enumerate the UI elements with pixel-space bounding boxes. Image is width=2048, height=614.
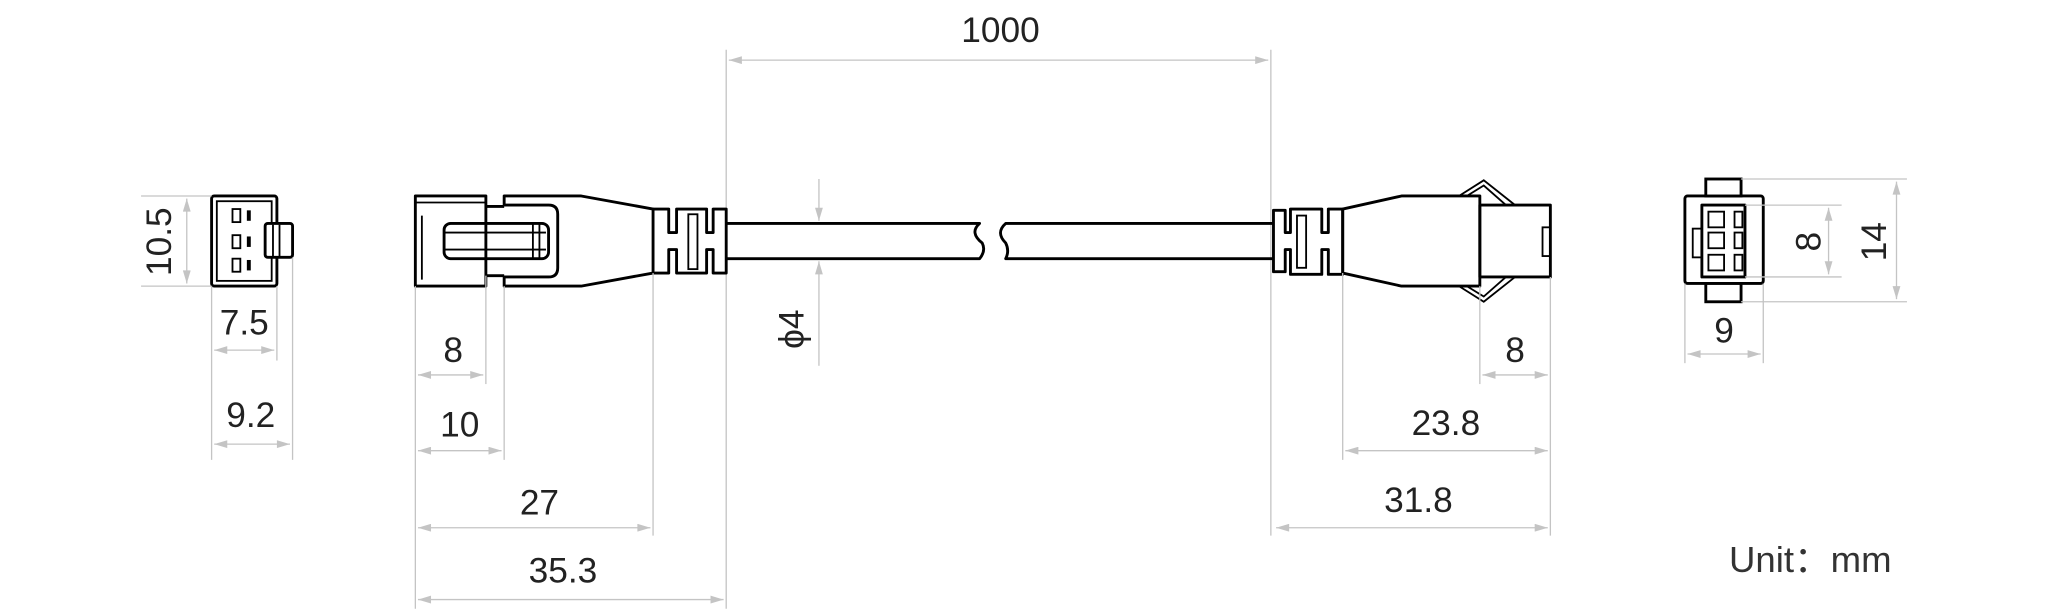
right-plug-side-view <box>1272 179 1552 303</box>
left-plug-side-view <box>413 194 728 288</box>
dim-label: 8 <box>1790 232 1829 252</box>
dim-label: 31.8 <box>1384 481 1453 520</box>
dim-right-plug: 8 23.8 31.8 <box>1276 273 1552 536</box>
dim-label: 9 <box>1714 311 1734 350</box>
dim-label: 23.8 <box>1412 404 1481 443</box>
right-connector-end-view <box>1683 177 1765 304</box>
dim-cable-diameter: ϕ4 <box>772 178 823 366</box>
dim-label: ϕ4 <box>772 310 811 349</box>
dim-label: 7.5 <box>220 303 269 342</box>
dim-label: 10 <box>440 405 479 444</box>
unit-label: Unit：mm <box>1729 539 1892 580</box>
dim-label: 27 <box>520 484 559 523</box>
dim-left-end: 10.5 7.5 9.2 <box>140 195 294 460</box>
dim-label: 35.3 <box>529 552 598 591</box>
dim-label: 8 <box>443 331 463 370</box>
dim-right-end: 8 14 9 <box>1684 178 1907 364</box>
dim-cable-length: 1000 <box>725 11 1272 609</box>
dim-label: 8 <box>1505 331 1525 370</box>
cable <box>726 221 1274 261</box>
dim-left-plug: 8 10 27 35.3 <box>414 273 724 609</box>
dim-label: 1000 <box>961 11 1039 50</box>
dim-label: 10.5 <box>140 207 179 276</box>
left-connector-end-view <box>210 194 295 288</box>
dim-label: 9.2 <box>226 396 275 435</box>
dim-label: 14 <box>1855 222 1894 261</box>
